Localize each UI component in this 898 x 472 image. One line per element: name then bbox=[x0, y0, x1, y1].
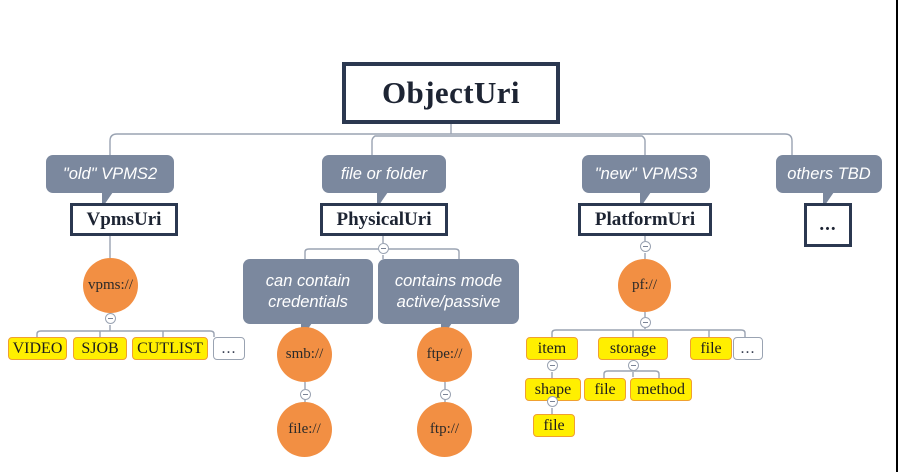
scheme-node-pf[interactable]: pf:// bbox=[618, 259, 671, 312]
leaf-node-storage[interactable]: storage bbox=[598, 337, 668, 360]
callout-label: contains mode active/passive bbox=[394, 272, 503, 311]
leaf-node-storage-method[interactable]: method bbox=[630, 378, 692, 401]
scheme-node-ftpe[interactable]: ftpe:// bbox=[417, 327, 472, 382]
leaf-label: CUTLIST bbox=[137, 339, 203, 357]
root-node-objecturi[interactable]: ObjectUri bbox=[342, 62, 560, 124]
leaf-node-storage-file[interactable]: file bbox=[584, 378, 626, 401]
scheme-label: file:// bbox=[288, 421, 321, 437]
collapse-toggle-pf[interactable] bbox=[640, 317, 651, 328]
callout-tail bbox=[102, 192, 113, 208]
collapse-toggle-smb[interactable] bbox=[300, 389, 311, 400]
callout-contains-mode[interactable]: contains mode active/passive bbox=[378, 259, 519, 339]
leaf-label: ... bbox=[221, 339, 237, 357]
leaf-node-item[interactable]: item bbox=[526, 337, 578, 360]
class-node-others[interactable]: ... bbox=[804, 203, 852, 247]
callout-old-vpms2[interactable]: "old" VPMS2 bbox=[46, 155, 174, 208]
class-label: PlatformUri bbox=[594, 208, 696, 230]
scheme-label: smb:// bbox=[285, 346, 324, 362]
scheme-label: ftp:// bbox=[429, 421, 460, 437]
leaf-label: shape bbox=[534, 380, 572, 398]
leaf-label: method bbox=[637, 380, 685, 398]
callout-label: "old" VPMS2 bbox=[62, 164, 158, 183]
class-node-platformuri[interactable]: PlatformUri bbox=[578, 203, 712, 236]
collapse-toggle-vpmsuri[interactable] bbox=[105, 313, 116, 324]
scheme-label: pf:// bbox=[632, 277, 657, 293]
leaf-node-platform-more[interactable]: ... bbox=[733, 337, 763, 360]
scheme-node-smb[interactable]: smb:// bbox=[277, 327, 332, 382]
callout-tail bbox=[823, 192, 834, 208]
class-label: VpmsUri bbox=[86, 208, 162, 230]
collapse-toggle-item[interactable] bbox=[547, 360, 558, 371]
root-label: ObjectUri bbox=[382, 74, 520, 110]
collapse-toggle-shape[interactable] bbox=[547, 396, 558, 407]
class-node-vpmsuri[interactable]: VpmsUri bbox=[70, 203, 178, 236]
collapse-toggle-storage[interactable] bbox=[628, 360, 639, 371]
leaf-label: storage bbox=[609, 339, 657, 357]
scheme-node-ftp[interactable]: ftp:// bbox=[417, 402, 472, 457]
scheme-label: ftpe:// bbox=[426, 346, 463, 362]
callout-others-tbd[interactable]: others TBD bbox=[776, 155, 882, 208]
leaf-label: file bbox=[594, 380, 616, 398]
collapse-toggle-platformuri[interactable] bbox=[640, 241, 651, 252]
callout-can-contain-credentials[interactable]: can contain credentials bbox=[243, 259, 373, 339]
leaf-label: VIDEO bbox=[12, 339, 63, 357]
leaf-node-video[interactable]: VIDEO bbox=[8, 337, 67, 360]
class-label: ... bbox=[819, 214, 837, 236]
class-label: PhysicalUri bbox=[336, 208, 432, 230]
leaf-node-vpms-more[interactable]: ... bbox=[213, 337, 245, 360]
collapse-toggle-ftpe[interactable] bbox=[440, 389, 451, 400]
leaf-label: ... bbox=[740, 339, 756, 357]
leaf-node-shape-file[interactable]: file bbox=[533, 414, 575, 437]
scheme-label: vpms:// bbox=[87, 277, 133, 293]
callout-tail bbox=[640, 192, 651, 208]
leaf-node-shape[interactable]: shape bbox=[525, 378, 581, 401]
leaf-label: item bbox=[537, 339, 567, 357]
callout-label: "new" VPMS3 bbox=[594, 164, 698, 183]
leaf-label: SJOB bbox=[81, 339, 119, 357]
callout-file-or-folder[interactable]: file or folder bbox=[322, 155, 446, 208]
callout-new-vpms3[interactable]: "new" VPMS3 bbox=[582, 155, 710, 208]
callout-label: can contain credentials bbox=[265, 272, 351, 311]
scheme-node-file[interactable]: file:// bbox=[277, 402, 332, 457]
leaf-label: file bbox=[700, 339, 722, 357]
class-node-physicaluri[interactable]: PhysicalUri bbox=[320, 203, 448, 236]
leaf-node-file[interactable]: file bbox=[690, 337, 732, 360]
leaf-label: file bbox=[543, 416, 565, 434]
scheme-node-vpms[interactable]: vpms:// bbox=[83, 258, 138, 313]
leaf-node-sjob[interactable]: SJOB bbox=[73, 337, 127, 360]
callout-label: others TBD bbox=[787, 164, 871, 183]
collapse-toggle-physicaluri[interactable] bbox=[378, 243, 389, 254]
callout-label: file or folder bbox=[340, 164, 428, 183]
leaf-node-cutlist[interactable]: CUTLIST bbox=[132, 337, 208, 360]
callout-tail bbox=[377, 192, 388, 208]
